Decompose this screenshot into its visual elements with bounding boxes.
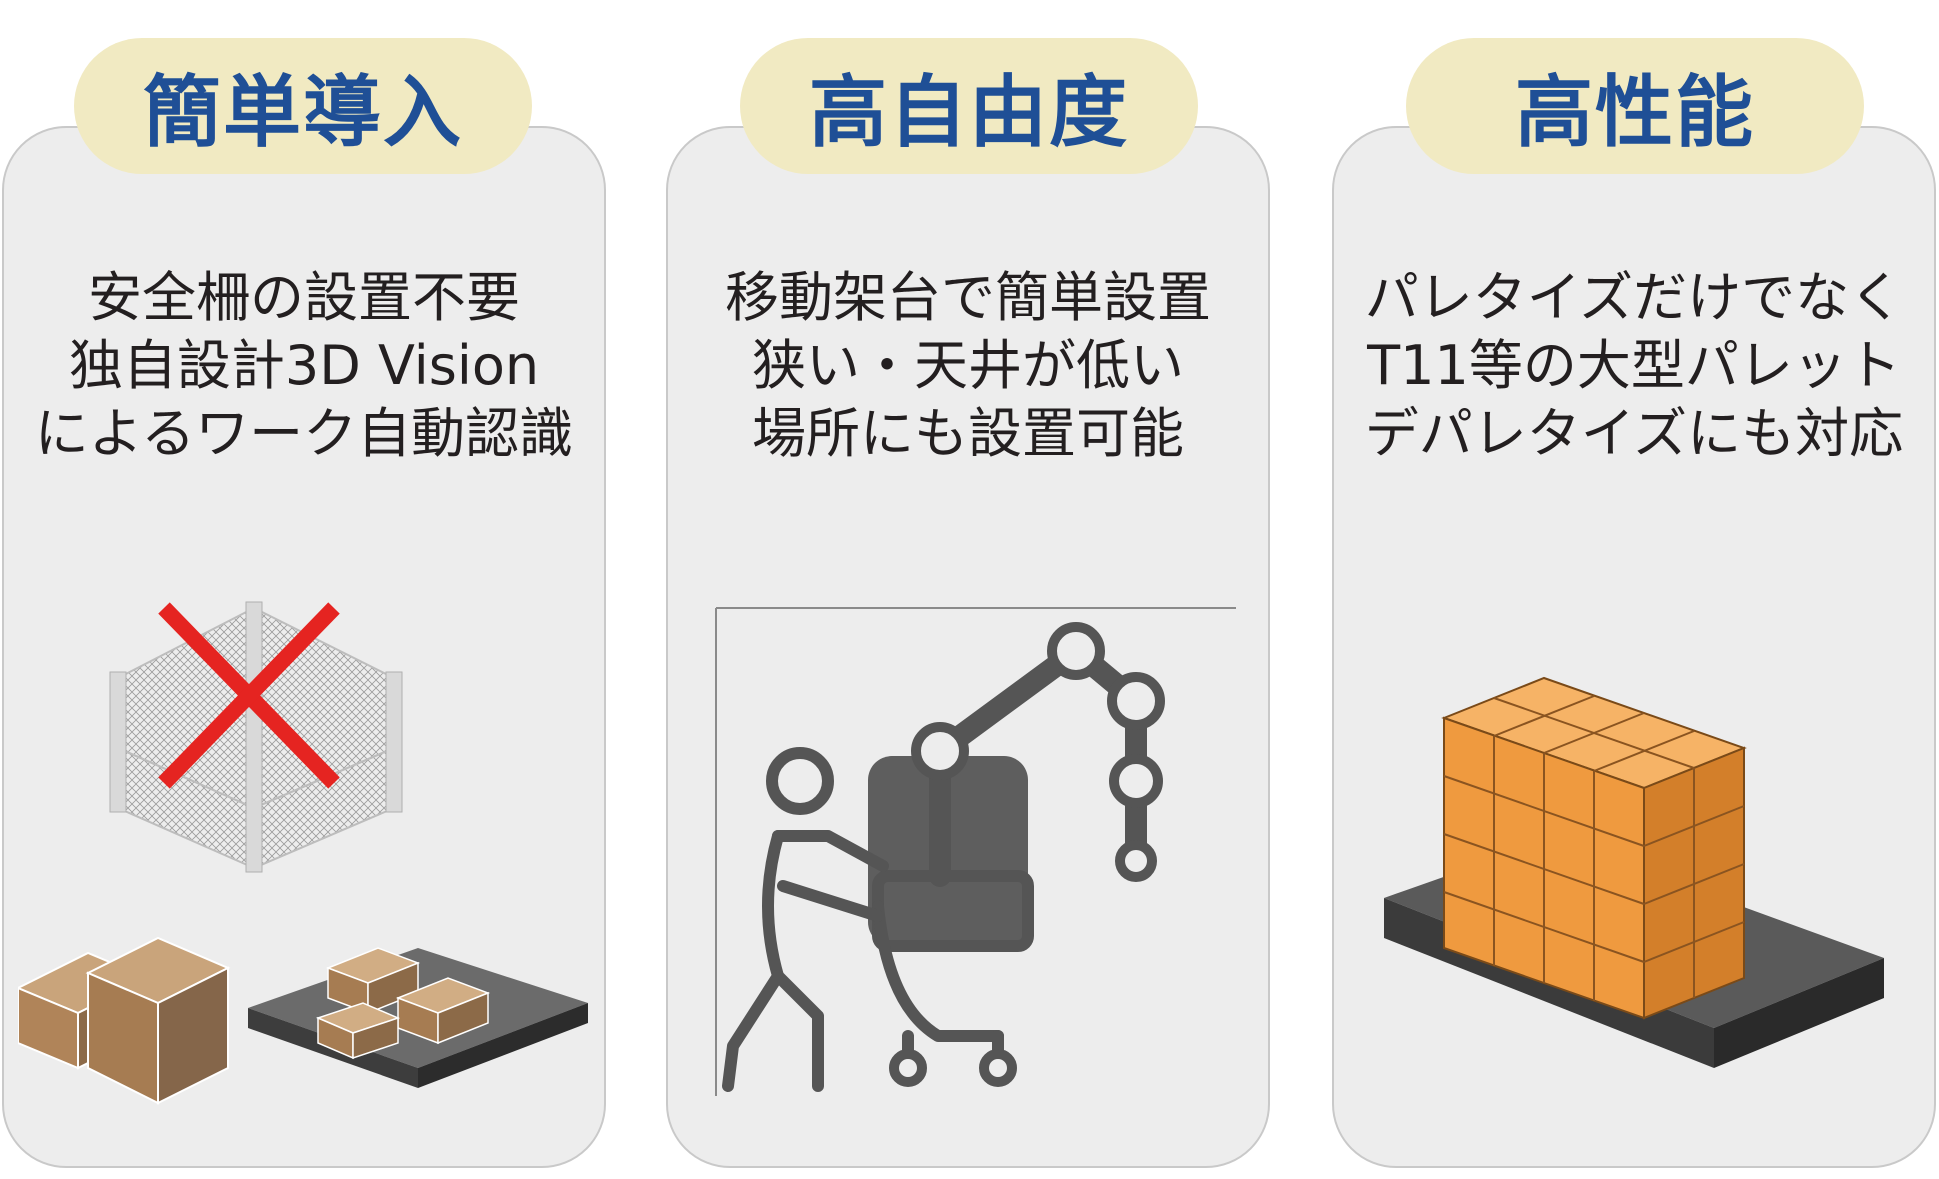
mobile-robot-operator-icon xyxy=(715,607,1236,1096)
description-line: T11等の大型パレット xyxy=(1367,334,1901,397)
feature-card-easy-install: 安全柵の設置不要 独自設計3D Vision によるワーク自動認識 xyxy=(2,126,606,1168)
description-line: 独自設計3D Vision xyxy=(68,334,540,397)
description-line: 場所にも設置可能 xyxy=(752,402,1184,465)
cardboard-boxes-icon xyxy=(18,936,588,1105)
card-title-pill: 高性能 xyxy=(1406,38,1864,174)
description-line: パレタイズだけでなく xyxy=(1364,266,1904,329)
card-title-pill: 簡単導入 xyxy=(74,38,532,174)
card-title: 高性能 xyxy=(1514,68,1755,158)
card-title-pill: 高自由度 xyxy=(740,38,1198,174)
feature-description: 安全柵の設置不要 独自設計3D Vision によるワーク自動認識 xyxy=(4,264,604,468)
feature-description: パレタイズだけでなく T11等の大型パレット デパレタイズにも対応 xyxy=(1334,264,1934,468)
description-line: 狭い・天井が低い xyxy=(752,334,1184,397)
description-line: によるワーク自動認識 xyxy=(34,402,574,465)
card-title: 高自由度 xyxy=(808,68,1129,158)
no-safety-fence-icon xyxy=(109,601,403,873)
feature-description: 移動架台で簡単設置 狭い・天井が低い 場所にも設置可能 xyxy=(668,264,1268,468)
description-line: デパレタイズにも対応 xyxy=(1364,402,1904,465)
feature-card-flexibility: 移動架台で簡単設置 狭い・天井が低い 場所にも設置可能 xyxy=(666,126,1270,1168)
description-line: 移動架台で簡単設置 xyxy=(725,266,1211,329)
description-line: 安全柵の設置不要 xyxy=(88,266,520,329)
palletized-boxes-icon xyxy=(1384,676,1884,1068)
card-title: 簡単導入 xyxy=(142,68,463,158)
feature-card-performance: パレタイズだけでなく T11等の大型パレット デパレタイズにも対応 xyxy=(1332,126,1936,1168)
